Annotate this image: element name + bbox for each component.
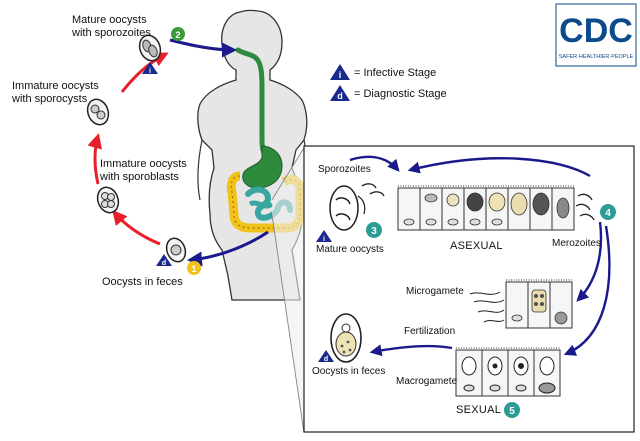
sporozoites — [361, 183, 385, 197]
microgamete-flagella — [469, 291, 505, 323]
svg-text:d: d — [337, 91, 343, 101]
arrow-sporozoites-to-cell — [349, 155, 400, 172]
inset-oocyst-in-feces — [330, 313, 362, 363]
svg-text:i: i — [339, 70, 342, 80]
merozoites — [575, 193, 595, 221]
oocyst-immature-sporocysts — [86, 98, 110, 126]
inset-mature-oocyst — [329, 185, 366, 231]
projection-shade — [272, 148, 304, 432]
svg-text:1: 1 — [191, 264, 196, 274]
asexual-cell-contents — [403, 192, 570, 226]
legend-infective-label: = Infective Stage — [354, 67, 437, 79]
arrow-ingestion — [169, 38, 237, 58]
label-sexual: SEXUAL — [456, 404, 502, 416]
infective-marker-inset: i — [316, 230, 332, 243]
label-asexual: ASEXUAL — [450, 240, 503, 252]
svg-text:d: d — [162, 260, 166, 267]
infective-marker-big: i — [142, 62, 158, 75]
arrow-merozoites-reinvade — [407, 157, 591, 178]
step-3-badge: 3 — [366, 222, 382, 238]
svg-text:i: i — [149, 68, 151, 75]
label-line-2: with sporozoites — [72, 27, 151, 39]
arrow-sporocysts-to-sporozoites — [120, 52, 169, 93]
legend-infective-icon: i — [330, 64, 350, 80]
step-5-badge: 5 — [504, 402, 520, 418]
oocyst-in-feces — [165, 237, 187, 263]
svg-text:d: d — [324, 356, 328, 363]
svg-text:5: 5 — [509, 406, 515, 417]
cdc-logo-tagline: SAFER·HEALTHIER·PEOPLE — [559, 54, 634, 60]
small-intestine-loop — [248, 200, 274, 209]
label-line-1: Immature oocysts — [12, 80, 99, 92]
arrow-to-oocyst-feces — [369, 344, 453, 357]
arrow-merozoites-to-microgamete — [576, 221, 603, 302]
step-2-badge: 2 — [171, 27, 185, 41]
label-fertilization: Fertilization — [404, 326, 456, 337]
diagnostic-marker-big: d — [156, 254, 172, 267]
diagnostic-marker-inset: d — [318, 350, 334, 363]
arrow-sporoblasts-to-sporocysts — [87, 133, 102, 185]
arrow-excretion — [187, 230, 269, 267]
label-line-1: Mature oocysts — [72, 14, 147, 26]
oocyst-immature-sporoblasts — [96, 186, 120, 214]
label-immature-oocysts-sporoblasts: Immature oocysts with sporoblasts — [100, 158, 187, 184]
label-merozoites: Merozoites — [552, 238, 601, 249]
microgamete-contents — [511, 289, 568, 325]
svg-text:i: i — [323, 236, 325, 243]
label-line-1: Immature oocysts — [100, 158, 187, 170]
label-microgamete: Microgamete — [406, 286, 464, 297]
label-inset-mature-oocysts: Mature oocysts — [316, 244, 384, 255]
cdc-logo-text: CDC — [559, 12, 633, 50]
label-oocysts-in-feces: Oocysts in feces — [102, 276, 183, 288]
legend-diagnostic-label: = Diagnostic Stage — [354, 88, 447, 100]
label-sporozoites: Sporozoites — [318, 164, 371, 175]
label-inset-oocysts-in-feces: Oocysts in feces — [312, 366, 386, 377]
left-arm-line — [197, 139, 203, 201]
label-macrogamete: Macrogamete — [396, 376, 458, 387]
cdc-logo: CDC SAFER·HEALTHIER·PEOPLE — [555, 3, 637, 67]
step-4-badge: 4 — [600, 204, 616, 220]
svg-text:2: 2 — [175, 30, 180, 40]
label-immature-oocysts-sporocysts: Immature oocysts with sporocysts — [12, 80, 99, 106]
step-1-badge: 1 — [187, 261, 201, 275]
label-mature-oocysts-sporozoites: Mature oocysts with sporozoites — [72, 14, 151, 40]
svg-text:3: 3 — [371, 226, 377, 237]
svg-text:4: 4 — [605, 208, 611, 219]
legend-diagnostic-icon: d — [330, 85, 350, 101]
oocyst-mature-sporozoites — [138, 34, 162, 62]
arrow-feces-to-sporoblasts — [112, 209, 161, 246]
arrow-merozoites-to-macrogamete — [563, 225, 611, 356]
macrogamete-contents — [461, 356, 556, 394]
label-line-2: with sporoblasts — [100, 171, 179, 183]
label-line-2: with sporocysts — [12, 93, 88, 105]
